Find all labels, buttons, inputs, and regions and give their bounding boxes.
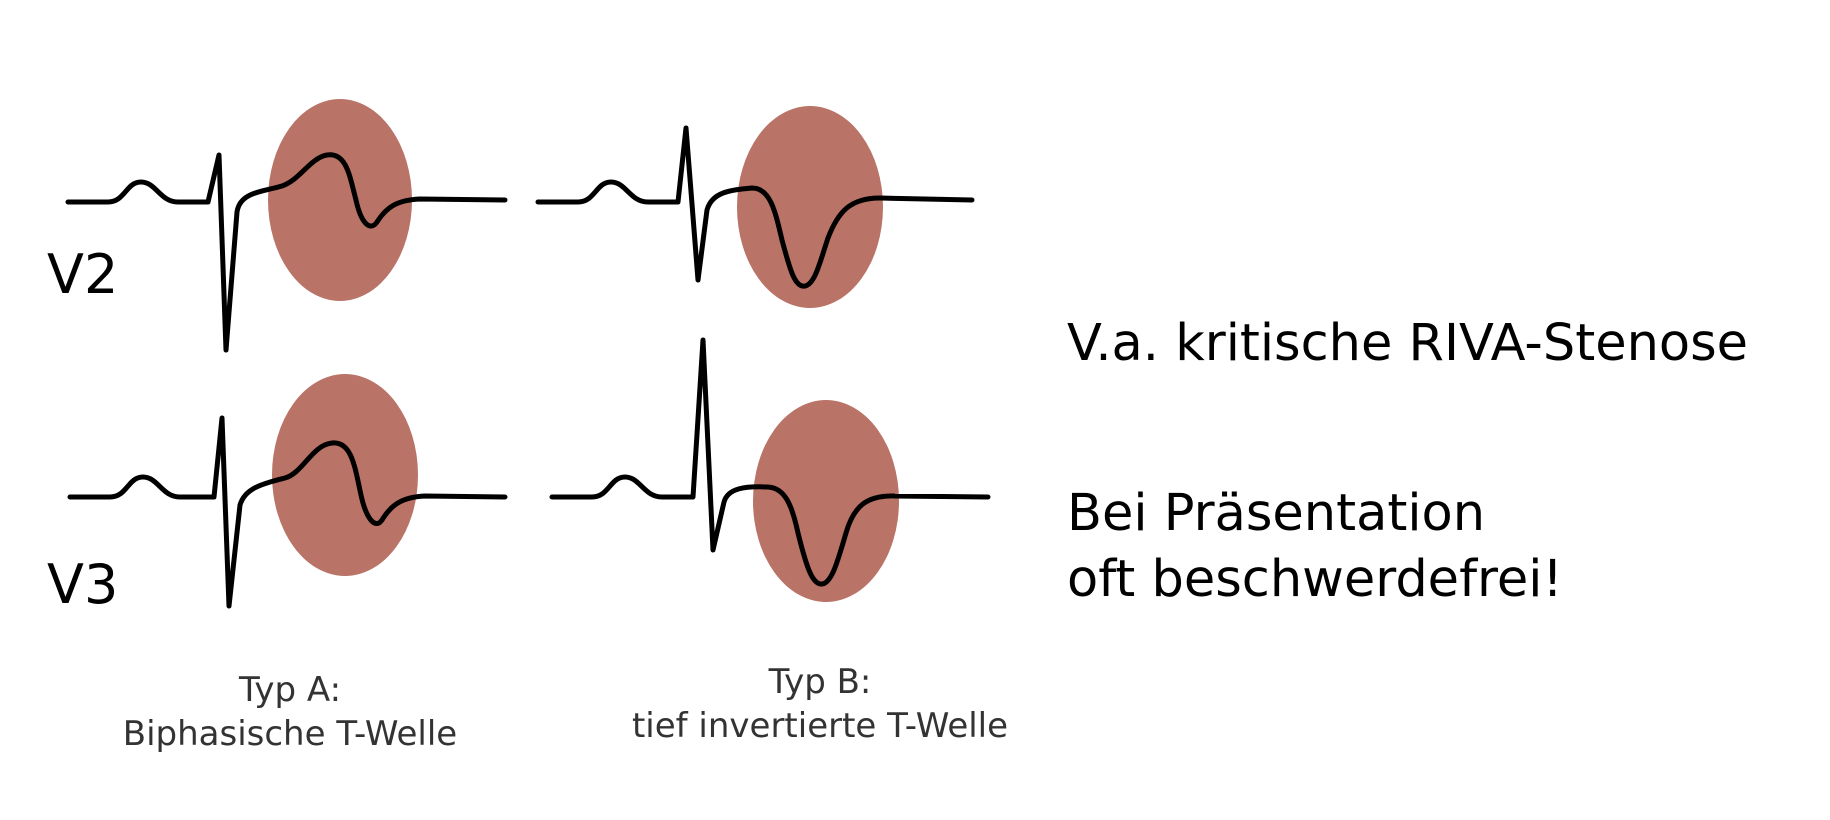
- ecg-trace-v2-type-a: [65, 152, 508, 353]
- t-wave-highlight-v3-type-b: [753, 400, 899, 602]
- lead-label-v3: V3: [47, 553, 119, 616]
- presentation-text-line1: Bei Präsentation: [1067, 484, 1486, 543]
- t-wave-highlight-v3-type-a: [272, 374, 418, 576]
- ecg-trace-v2-type-b: [535, 125, 975, 289]
- ecg-trace-v3-type-b: [549, 337, 991, 587]
- t-wave-highlight-v2-type-a: [268, 99, 412, 301]
- caption-type-a-desc: Biphasische T-Welle: [122, 714, 458, 754]
- caption-type-a: Typ A: Biphasische T-Welle: [80, 668, 500, 756]
- ecg-trace-v3-type-a: [67, 415, 508, 609]
- caption-type-b-title: Typ B:: [768, 662, 872, 702]
- presentation-text-line2: oft beschwerdefrei!: [1067, 550, 1563, 609]
- diagnosis-text: V.a. kritische RIVA-Stenose: [1067, 314, 1749, 373]
- caption-type-a-title: Typ A:: [238, 670, 342, 710]
- t-wave-highlight-v2-type-b: [737, 106, 883, 308]
- caption-type-b-desc: tief invertierte T-Welle: [631, 706, 1009, 746]
- caption-type-b: Typ B: tief invertierte T-Welle: [590, 660, 1050, 748]
- lead-label-v2: V2: [47, 243, 119, 306]
